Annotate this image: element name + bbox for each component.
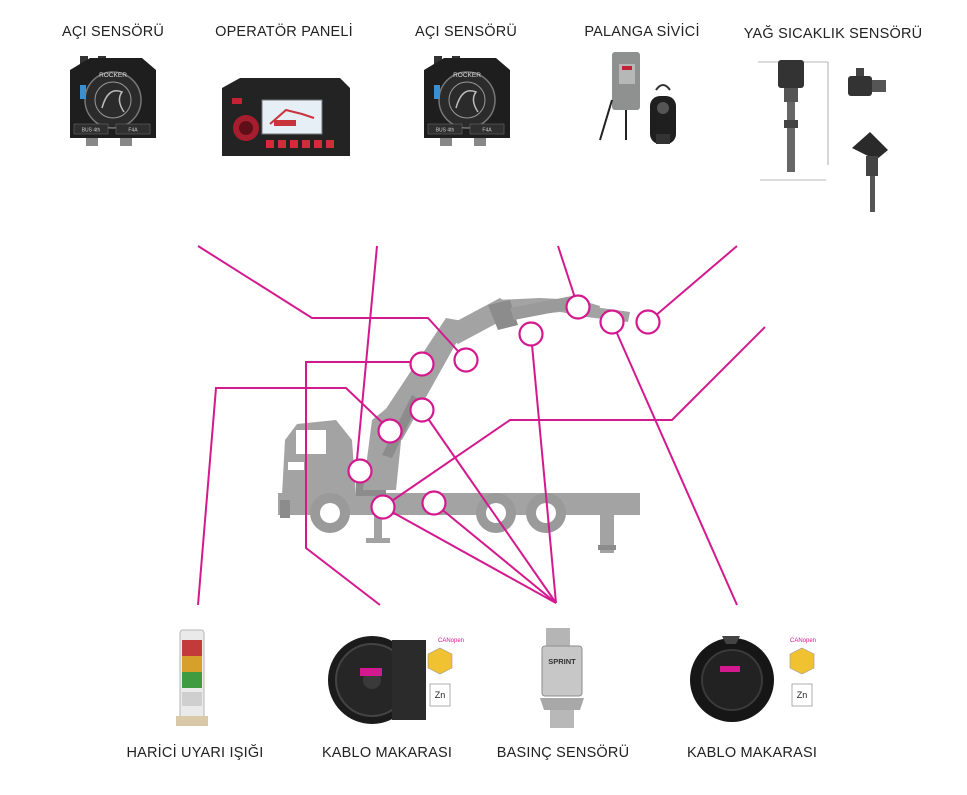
pressure-brand: SPRINT bbox=[548, 657, 576, 666]
aci-sensoru-1-image: ROCKER BUS 4th F4A bbox=[70, 56, 156, 146]
sensor-1-brand: ROCKER bbox=[99, 72, 127, 79]
palanga-sivici-image bbox=[599, 52, 676, 144]
label-harici-uyari-isigi: HARİCİ UYARI IŞIĞI bbox=[126, 745, 264, 761]
sensor-2-code: F4A bbox=[482, 128, 492, 134]
label-aci-sensoru-2: AÇI SENSÖRÜ bbox=[414, 24, 518, 40]
node-column-top bbox=[377, 418, 403, 444]
node-boom-mid bbox=[409, 397, 435, 423]
node-jib-joint bbox=[518, 321, 544, 347]
node-jib-top bbox=[565, 294, 591, 320]
node-chassis bbox=[421, 490, 447, 516]
label-aci-sensoru-1: AÇI SENSÖRÜ bbox=[61, 24, 165, 40]
node-base bbox=[370, 494, 396, 520]
label-kablo-makarasi-2: KABLO MAKARASI bbox=[686, 745, 818, 761]
sensor-1-model: BUS 4th bbox=[82, 128, 101, 134]
node-operator bbox=[347, 458, 373, 484]
connection-nodes bbox=[347, 294, 661, 520]
label-yag-sicaklik-sensoru: YAĞ SICAKLIK SENSÖRÜ bbox=[743, 26, 923, 42]
sensor-1-code: F4A bbox=[128, 128, 138, 134]
kablo-makarasi-1-image: CANopen Zn bbox=[328, 636, 464, 724]
aci-sensoru-2-image: ROCKER BUS 4th F4A bbox=[424, 56, 510, 146]
sensor-2-model: BUS 4th bbox=[436, 128, 455, 134]
zn-label-1: Zn bbox=[435, 690, 446, 700]
node-jib-tip-1 bbox=[599, 309, 625, 335]
node-boom-joint-2 bbox=[453, 347, 479, 373]
basinc-sensoru-image: SPRINT bbox=[540, 628, 584, 728]
node-boom-joint-1 bbox=[409, 351, 435, 377]
canopen-label-1: CANopen bbox=[438, 638, 464, 644]
label-palanga-sivici: PALANGA SİVİCİ bbox=[584, 24, 700, 40]
sensor-2-brand: ROCKER bbox=[453, 72, 481, 79]
kablo-makarasi-2-image: CANopen Zn bbox=[690, 636, 816, 722]
label-basinc-sensoru: BASINÇ SENSÖRÜ bbox=[496, 745, 630, 761]
zn-label-2: Zn bbox=[797, 690, 808, 700]
yag-sicaklik-sensoru-image bbox=[758, 60, 888, 212]
harici-uyari-isigi-image bbox=[176, 629, 208, 726]
label-operator-paneli: OPERATÖR PANELİ bbox=[215, 24, 353, 40]
operator-paneli-image bbox=[222, 78, 350, 156]
connector-lines bbox=[197, 245, 766, 606]
canopen-label-2: CANopen bbox=[790, 638, 816, 644]
node-jib-tip-2 bbox=[635, 309, 661, 335]
truck-crane bbox=[278, 296, 640, 553]
label-kablo-makarasi-1: KABLO MAKARASI bbox=[321, 745, 453, 761]
